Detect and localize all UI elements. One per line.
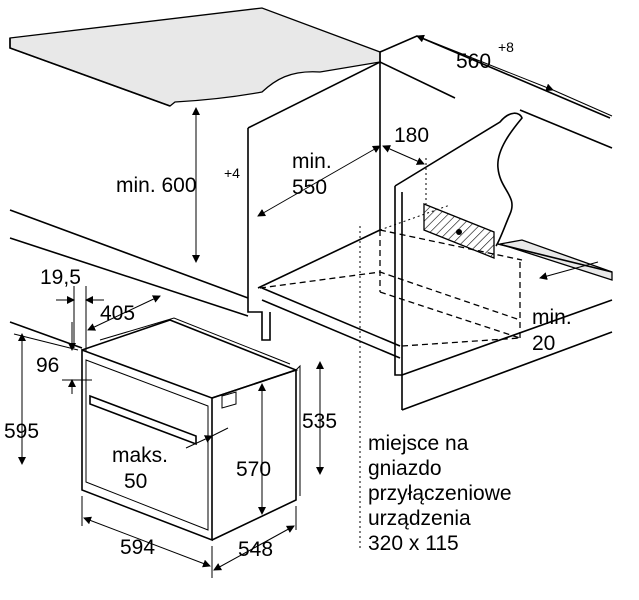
label-548: 548	[238, 538, 273, 561]
label-594: 594	[120, 536, 155, 559]
label-min20-b: 20	[532, 332, 555, 355]
label-maks-a: maks.	[112, 444, 168, 467]
countertop	[9, 7, 381, 107]
socket-callout: miejsce na gniazdo przyłączeniowe urządz…	[368, 432, 512, 555]
right-wall	[379, 35, 613, 411]
socket-line-4: urządzenia	[368, 507, 471, 530]
label-min20-a: min.	[532, 306, 572, 329]
dim-595: 595	[4, 333, 79, 465]
label-600-tol: +4	[224, 165, 240, 181]
label-180: 180	[394, 124, 429, 147]
oven	[81, 317, 301, 542]
niche-dashed-outline	[259, 158, 523, 347]
socket-line-3: przyłączeniowe	[368, 482, 512, 505]
label-535: 535	[302, 410, 337, 433]
dim-96: 96	[36, 322, 92, 394]
cabinet-side-panel	[247, 60, 401, 359]
dim-maks50: maks. 50	[112, 427, 229, 493]
label-560-tol: +8	[498, 39, 514, 55]
label-550-a: min.	[292, 150, 332, 173]
dim-594: 594	[81, 496, 213, 578]
label-595: 595	[4, 420, 39, 443]
dim-min20: min. 20	[532, 261, 599, 355]
dim-570: 570	[236, 383, 271, 515]
dim-535: 535	[302, 361, 337, 475]
label-600: min. 600	[116, 174, 197, 197]
label-405: 405	[100, 302, 135, 325]
dim-180: 180	[382, 124, 429, 165]
dim-600: min. 600 +4	[116, 107, 240, 263]
dim-405: 405	[87, 295, 161, 331]
socket-area	[423, 203, 495, 259]
dim-548: 548	[213, 506, 297, 571]
dim-550: min. 550	[257, 145, 381, 217]
label-19-5: 19,5	[40, 266, 81, 289]
label-560: 560	[456, 50, 491, 73]
label-550-b: 550	[292, 176, 327, 199]
socket-line-2: gniazdo	[368, 457, 442, 480]
dim-560: 560 +8	[416, 34, 613, 117]
socket-line-5: 320 x 115	[368, 532, 459, 555]
label-96: 96	[36, 354, 59, 377]
label-maks-b: 50	[124, 470, 147, 493]
socket-line-1: miejsce na	[368, 432, 469, 455]
label-570: 570	[236, 458, 271, 481]
